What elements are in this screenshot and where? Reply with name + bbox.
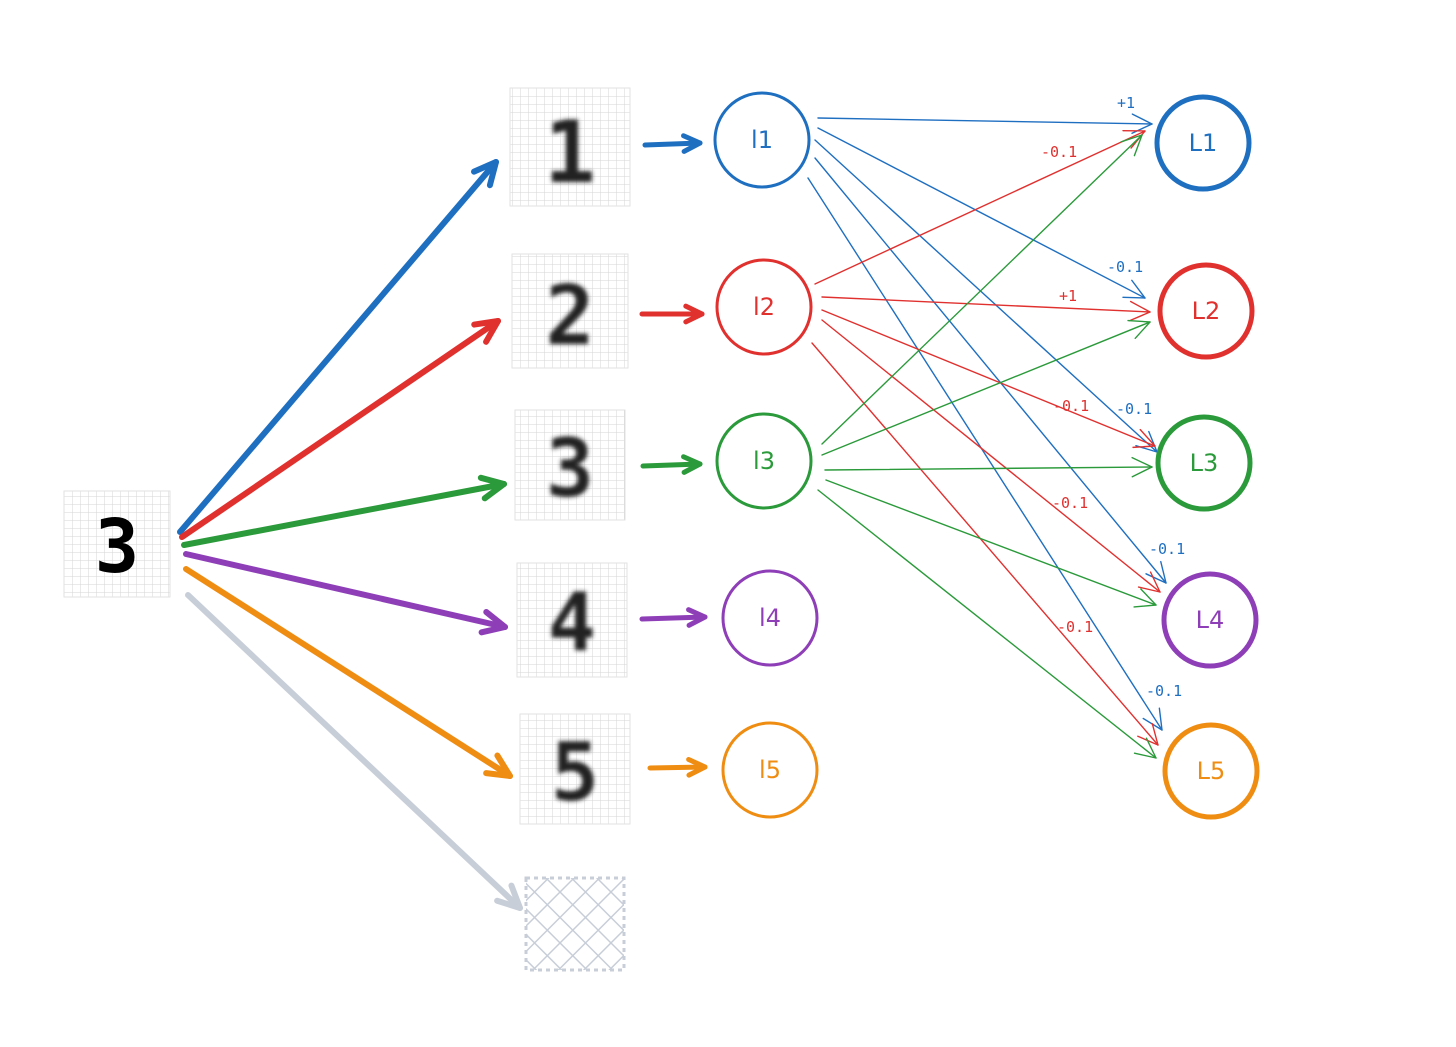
- connection-arrow-13: [824, 456, 1153, 478]
- prototype-tile-1: 1: [509, 87, 631, 207]
- connection-arrow-10: [811, 342, 1159, 746]
- connection-arrows: [807, 113, 1167, 759]
- output-node-label: L3: [1190, 449, 1219, 477]
- prototype-tile-2: 2: [511, 253, 629, 369]
- weight-label-l2-L3: -0.1: [1053, 397, 1089, 415]
- hidden-node-label: l2: [753, 293, 775, 321]
- output-node-label: L2: [1192, 297, 1221, 325]
- connection-arrow-4: [814, 157, 1167, 584]
- prototype-tile-5: 5: [519, 713, 631, 825]
- connection-arrow-14: [825, 479, 1157, 608]
- weight-label-l1-L1: +1: [1117, 94, 1135, 112]
- empty-prototype-tile: [524, 876, 626, 972]
- weight-label-l2-L2: +1: [1059, 287, 1077, 305]
- hidden-node-label: l1: [751, 126, 773, 154]
- output-node-L5: L5: [1162, 722, 1260, 820]
- weight-label-l2-L1: -0.1: [1041, 143, 1077, 161]
- connection-arrow-9: [821, 319, 1161, 593]
- hidden-node-l4: l4: [721, 569, 819, 667]
- output-node-label: L5: [1197, 757, 1226, 785]
- output-node-label: L4: [1196, 606, 1225, 634]
- hidden-node-l1: l1: [713, 91, 811, 189]
- connection-arrow-11: [821, 134, 1143, 445]
- connection-arrow-2: [817, 127, 1146, 299]
- connection-arrow-5: [807, 177, 1163, 731]
- prototype-digit-2: 2: [545, 269, 594, 364]
- short-arrow-3: [640, 454, 703, 475]
- input-tile: 3: [63, 490, 171, 598]
- output-node-L4: L4: [1161, 571, 1259, 669]
- short-arrow-4: [639, 607, 708, 628]
- input-arrow-2: [179, 318, 501, 540]
- input-arrow-5: [183, 566, 513, 779]
- input-digit: 3: [95, 504, 140, 590]
- weight-label-l2-L4: -0.1: [1052, 494, 1088, 512]
- weight-label-l1-L4: -0.1: [1149, 540, 1185, 558]
- output-node-L3: L3: [1155, 414, 1253, 512]
- weight-label-l1-L2: -0.1: [1107, 258, 1143, 276]
- hidden-node-label: l5: [759, 756, 781, 784]
- connection-arrow-8: [821, 309, 1156, 449]
- weight-labels: +1 -0.1 -0.1 +1 -0.1 -0.1 -0.1 -0.1 -0.1…: [1041, 94, 1185, 700]
- connection-arrow-7: [821, 296, 1151, 322]
- input-arrow-4: [183, 551, 508, 636]
- input-arrow-3: [181, 474, 507, 548]
- weight-label-l2-L5: -0.1: [1057, 618, 1093, 636]
- connection-arrow-1: [817, 113, 1153, 134]
- hidden-node-l2: l2: [715, 258, 813, 356]
- hidden-node-l3: l3: [715, 412, 813, 510]
- prototype-to-node-arrows: [639, 133, 708, 778]
- output-node-L1: L1: [1154, 94, 1252, 192]
- prototype-digit-3: 3: [546, 422, 594, 515]
- weight-label-l1-L5: -0.1: [1146, 682, 1182, 700]
- hidden-node-label: l4: [759, 604, 781, 632]
- weight-label-l1-L3: -0.1: [1116, 400, 1152, 418]
- input-arrows: [177, 159, 523, 911]
- prototype-digit-5: 5: [551, 726, 599, 819]
- output-node-label: L1: [1189, 129, 1218, 157]
- connection-arrow-15: [817, 489, 1157, 759]
- prototype-tile-3: 3: [514, 409, 626, 521]
- input-arrow-6: [185, 592, 523, 911]
- short-arrow-2: [639, 303, 705, 325]
- output-node-L2: L2: [1157, 262, 1255, 360]
- prototype-digit-1: 1: [544, 103, 596, 203]
- prototype-digit-4: 4: [548, 576, 596, 669]
- hidden-node-label: l3: [753, 447, 775, 475]
- connection-arrow-6: [814, 129, 1146, 285]
- short-arrow-1: [642, 133, 703, 154]
- short-arrow-5: [647, 756, 708, 778]
- hidden-node-l5: l5: [721, 721, 819, 819]
- input-arrow-1: [177, 159, 499, 535]
- connection-arrow-12: [821, 319, 1151, 456]
- prototype-tile-4: 4: [516, 562, 628, 678]
